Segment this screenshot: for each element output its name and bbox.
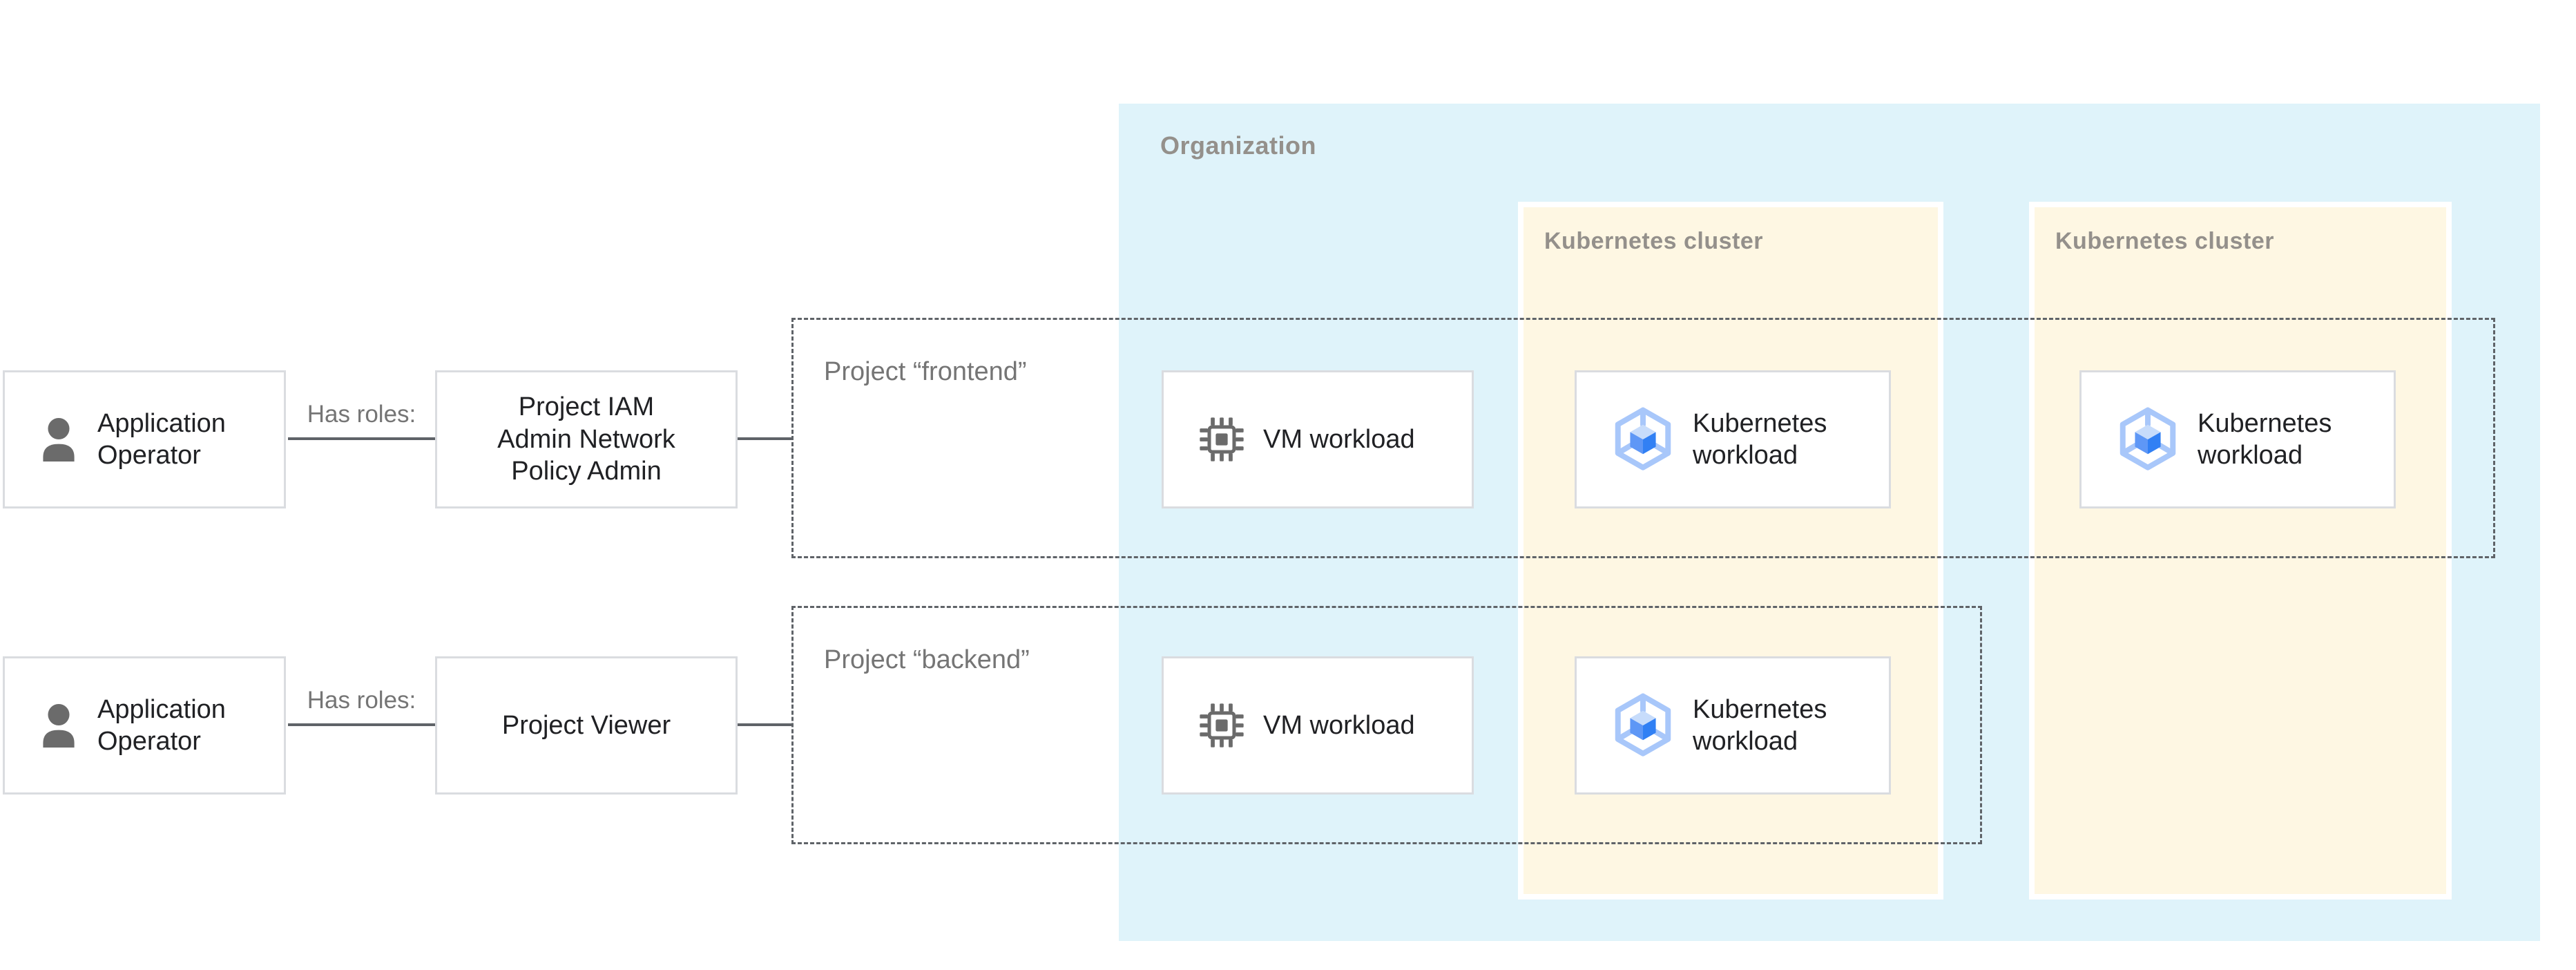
actor-label: Application Operator	[97, 408, 226, 470]
application-operator-card-1: Application Operator	[3, 370, 286, 508]
role-line: Policy Admin	[511, 457, 662, 486]
workload-label: Kubernetes workload	[1693, 694, 1827, 756]
vm-chip-icon	[1200, 417, 1244, 462]
actor-label: Application Operator	[97, 694, 226, 756]
kubernetes-cluster-2-label: Kubernetes cluster	[2055, 228, 2274, 254]
role-card-project-viewer: Project Viewer	[435, 656, 738, 795]
application-operator-card-2: Application Operator	[3, 656, 286, 795]
kubernetes-workload-card-backend-cluster1: Kubernetes workload	[1575, 656, 1891, 795]
role-card-project-iam-admin-network-policy-admin: Project IAM Admin Network Policy Admin	[435, 370, 738, 508]
vm-workload-card-frontend: VM workload	[1162, 370, 1474, 508]
workload-label: Kubernetes workload	[1693, 408, 1827, 470]
kubernetes-engine-icon	[1615, 693, 1671, 757]
kubernetes-workload-card-frontend-cluster1: Kubernetes workload	[1575, 370, 1891, 508]
role-line: Project IAM	[518, 392, 655, 422]
workload-label: VM workload	[1263, 424, 1415, 454]
project-backend-boundary: Project “backend”	[791, 606, 1982, 844]
kubernetes-workload-card-frontend-cluster2: Kubernetes workload	[2079, 370, 2396, 508]
project-backend-label: Project “backend”	[824, 645, 1030, 674]
has-roles-label-2: Has roles:	[307, 687, 416, 714]
has-roles-label-1: Has roles:	[307, 401, 416, 428]
connector-role1-frontend	[738, 437, 791, 440]
workload-label: VM workload	[1263, 710, 1415, 740]
kubernetes-engine-icon	[1615, 407, 1671, 470]
project-frontend-label: Project “frontend”	[824, 357, 1027, 386]
role-line: Project Viewer	[501, 710, 671, 740]
project-frontend-boundary: Project “frontend”	[791, 318, 2495, 558]
vm-workload-card-backend: VM workload	[1162, 656, 1474, 795]
vm-chip-icon	[1200, 703, 1244, 748]
connector-actor2-role2	[288, 723, 435, 726]
person-icon	[43, 703, 75, 748]
connector-role2-backend	[738, 723, 791, 726]
workload-label: Kubernetes workload	[2198, 408, 2332, 470]
kubernetes-cluster-1-label: Kubernetes cluster	[1544, 228, 1763, 254]
role-line: Admin Network	[497, 424, 675, 454]
connector-actor1-role1	[288, 437, 435, 440]
kubernetes-engine-icon	[2120, 407, 2176, 470]
organization-label: Organization	[1160, 131, 1317, 160]
person-icon	[43, 417, 75, 462]
